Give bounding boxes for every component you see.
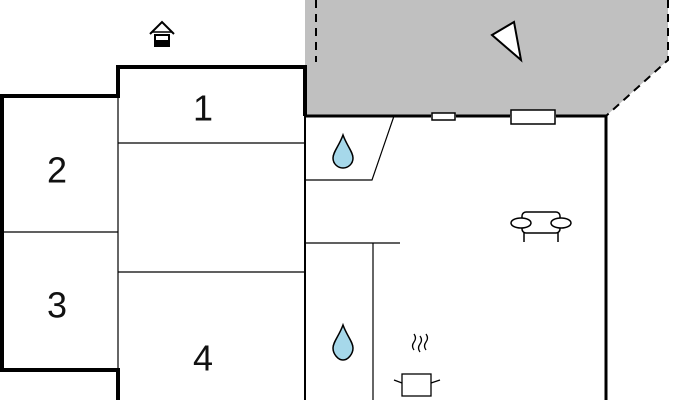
outer-wall <box>0 65 307 400</box>
bathroom-wall <box>305 115 395 181</box>
water-drop-icon <box>332 132 354 169</box>
terrace-area <box>305 0 668 116</box>
window-icon <box>431 112 456 121</box>
water-drop-icon <box>332 322 354 361</box>
compass-north-icon <box>490 20 523 63</box>
room-4-label: 4 <box>193 338 213 379</box>
cooking-pot-icon <box>393 333 441 397</box>
entrance-icon <box>149 20 175 47</box>
terrace-dashed-edge <box>605 0 669 117</box>
armchair-icon <box>510 211 572 242</box>
outer-wall <box>556 114 608 400</box>
window-icon <box>510 109 556 125</box>
room-3-label: 3 <box>47 285 67 326</box>
room-1-label: 1 <box>193 88 213 129</box>
room-2-label: 2 <box>47 150 67 191</box>
